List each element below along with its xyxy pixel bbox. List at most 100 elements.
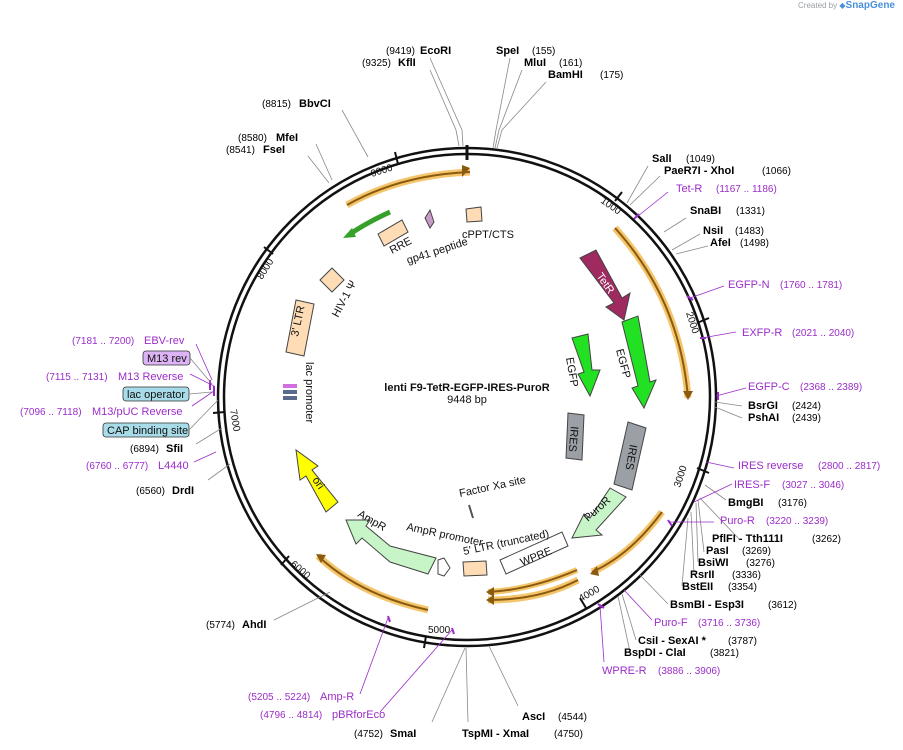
enzyme-pos: (3787) [728,636,757,647]
ori-arrow [295,448,339,513]
enzyme-pos: (3262) [812,534,841,545]
enzyme-name: AhdI [242,619,266,631]
primer-name: EXFP-R [742,327,782,339]
tick-2000: 2000 [683,311,700,336]
cppt-box [465,206,483,223]
enzyme-pos: (3269) [742,546,771,557]
label-gp41: gp41 peptide [405,236,469,267]
ampr-promoter [437,557,451,577]
enzyme-pos: (8541) [226,145,255,156]
label-egfp-inner: EGFP [563,356,580,388]
enzyme-pos: (1331) [736,206,765,217]
enzyme-pos: (4750) [554,729,583,740]
puror-arrow [571,487,627,539]
boxed-labels: M13 rev lac operator CAP binding site [102,350,219,438]
label-ori: ori [310,475,327,492]
enzyme-pos: (3176) [778,498,807,509]
label-ampr-promoter: AmpR promoter [405,521,484,549]
enzyme-name: NsiI [703,225,723,237]
enzyme-pos: (1483) [735,226,764,237]
lac-operator-label: lac operator [127,389,185,401]
gp41-box [424,208,435,229]
enzyme-pos: (4752) [354,729,383,740]
primer-name: pBRforEco [332,709,385,721]
primer-range: (4796 .. 4814) [260,710,322,721]
orange-arrowheads [316,165,693,605]
primer-name: Tet-R [676,183,702,195]
tick-6000: 6000 [288,559,312,582]
primer-leaders [189,191,747,713]
primer-range: (7096 .. 7118) [20,407,82,418]
cap-binding-label: CAP binding site [107,425,188,437]
primer-range: (1167 .. 1186) [716,184,777,195]
enzyme-pos: (9419) [386,46,415,57]
enzyme-name: BsmBI - Esp3I [670,599,744,611]
tick-7000: 7000 [227,409,242,433]
tick-marks [212,151,710,649]
tetr-arrow [579,249,631,321]
enzyme-name: RsrII [690,569,714,581]
enzyme-name: FseI [263,144,285,156]
tick-5000: 5000 [428,625,451,636]
primer-name: M13 Reverse [118,371,183,383]
ltr3-box [285,299,315,357]
enzyme-name: PshAI [748,412,779,424]
enzyme-pos: (8815) [262,99,291,110]
primer-range: (6760 .. 6777) [86,461,148,472]
enzyme-name: BmgBI [728,497,763,509]
enzyme-name: KflI [398,57,416,69]
primer-name: L4440 [158,460,189,472]
enzyme-name: BstEII [682,581,713,593]
primer-name: Amp-R [320,691,354,703]
enzyme-pos: (1066) [762,166,791,177]
ampr-arrow [345,519,437,575]
enzyme-name: BsrGI [748,400,778,412]
primer-range: (2368 .. 2389) [800,382,862,393]
enzyme-pos: (175) [600,70,623,81]
primer-name: M13/pUC Reverse [92,406,182,418]
tick-3000: 3000 [672,464,689,489]
enzyme-name: TspMI - XmaI [462,728,529,740]
primer-name: Puro-F [654,617,688,629]
label-lac-promoter: lac promoter [303,362,315,423]
enzyme-name: SpeI [496,45,519,57]
enzyme-name: AscI [522,711,545,723]
enzyme-name: SmaI [390,728,416,740]
enzyme-name: BamHI [548,69,583,81]
hiv-psi-box [319,267,345,293]
enzyme-pos: (2439) [792,413,821,424]
snapgene-badge: Created by ◆SnapGene [798,0,895,11]
enzyme-pos: (3336) [732,570,761,581]
rre-box [377,219,409,247]
enzyme-labels: (9419) EcoRI (9325) KflI SpeI (155) MluI… [130,45,841,740]
primer-labels: Tet-R (1167 .. 1186) EGFP-N (1760 .. 178… [20,183,880,721]
enzyme-name: BspDI - ClaI [624,647,686,659]
primer-name: IRES-F [734,479,770,491]
label-factor-xa: Factor Xa site [458,474,527,500]
enzyme-pos: (1049) [686,154,715,165]
enzyme-pos: (6560) [136,486,165,497]
primer-range: (3716 .. 3736) [698,618,760,629]
enzyme-name: AfeI [710,237,731,249]
primer-name: EBV-rev [144,335,185,347]
enzyme-name: PasI [706,545,729,557]
enzyme-name: EcoRI [420,45,451,57]
enzyme-pos: (3354) [728,582,757,593]
enzyme-name: SalI [652,153,672,165]
enzyme-pos: (5774) [206,620,235,631]
primer-range: (1760 .. 1781) [780,280,842,291]
primer-range: (7115 .. 7131) [46,372,108,383]
enzyme-name: PflFI - Tth111I [712,533,783,545]
ires-box-inner [565,412,585,461]
primer-name: EGFP-C [748,381,790,393]
enzyme-name: SnaBI [690,205,721,217]
enzyme-pos: (4544) [558,712,587,723]
factor-xa-mark [468,504,474,519]
enzyme-name: DrdI [172,485,194,497]
label-cppt: cPPT/CTS [462,229,514,241]
enzyme-name: CsiI - SexAI * [638,635,707,647]
m13-rev-label: M13 rev [147,353,187,365]
enzyme-pos: (1498) [740,238,769,249]
enzyme-pos: (2424) [792,401,821,412]
enzyme-name: SfiI [166,443,183,455]
